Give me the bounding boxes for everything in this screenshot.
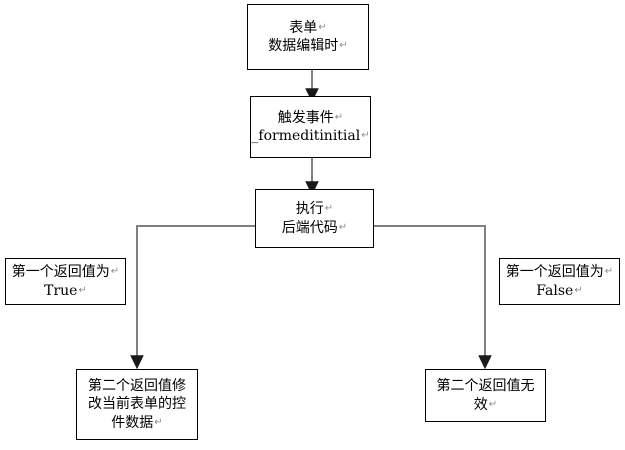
connector-backend-to-true-branch — [130, 225, 255, 370]
node-run-backend-code-line2: 后端代码↵ — [281, 219, 348, 236]
node-first-return-true-line2: True↵ — [44, 282, 87, 299]
node-first-return-true-line1: 第一个返回值为↵ — [11, 264, 120, 281]
pilcrow-mark: ↵ — [110, 266, 120, 278]
node-first-return-true[interactable]: 第一个返回值为↵ True↵ — [5, 258, 126, 305]
node-second-return-modifies-controls-text: 第二个返回值修改当前表单的控件数据↵ — [88, 377, 186, 431]
pilcrow-mark: ↵ — [334, 111, 344, 123]
pilcrow-mark: ↵ — [338, 221, 348, 233]
pilcrow-mark: ↵ — [154, 416, 163, 428]
pilcrow-mark: ↵ — [324, 203, 334, 215]
node-run-backend-code-line1: 执行↵ — [295, 201, 334, 218]
pilcrow-mark: ↵ — [488, 398, 498, 410]
node-second-return-invalid[interactable]: 第二个返回值无效↵ — [425, 369, 546, 422]
node-first-return-false-line2: False↵ — [536, 282, 583, 299]
pilcrow-mark: ↵ — [339, 40, 348, 51]
node-form-edit[interactable]: 表单↵ 数据编辑时↵ — [247, 4, 369, 70]
node-trigger-event[interactable]: 触发事件↵ _formeditinitial↵ — [250, 96, 371, 158]
pilcrow-mark: ↵ — [574, 284, 583, 296]
pilcrow-mark: ↵ — [78, 284, 87, 296]
node-second-return-invalid-text: 第二个返回值无效↵ — [436, 378, 535, 413]
node-second-return-modifies-controls[interactable]: 第二个返回值修改当前表单的控件数据↵ — [76, 369, 198, 440]
node-form-edit-line2: 数据编辑时↵ — [268, 38, 348, 54]
node-first-return-false-line1: 第一个返回值为↵ — [505, 264, 614, 281]
pilcrow-mark: ↵ — [318, 21, 327, 33]
node-trigger-event-line1: 触发事件↵ — [277, 109, 344, 126]
pilcrow-mark: ↵ — [361, 130, 370, 141]
node-run-backend-code[interactable]: 执行↵ 后端代码↵ — [255, 189, 374, 248]
node-form-edit-line1: 表单↵ — [289, 19, 327, 36]
connector-backend-to-false-branch — [374, 225, 492, 370]
pilcrow-mark: ↵ — [604, 266, 614, 278]
node-trigger-event-line2: _formeditinitial↵ — [251, 128, 370, 144]
node-first-return-false[interactable]: 第一个返回值为↵ False↵ — [499, 258, 620, 305]
